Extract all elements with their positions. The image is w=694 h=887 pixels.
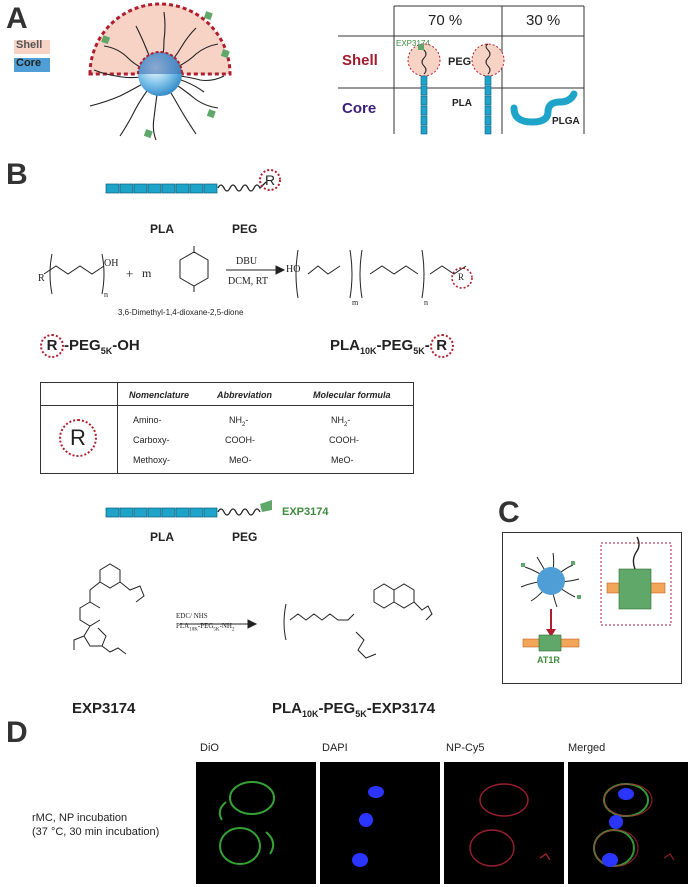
- panel-letter-a: A: [6, 2, 28, 35]
- rxn-ho: HO: [286, 264, 301, 275]
- nanoparticle-diagram: [88, 2, 232, 141]
- cell-amino-abbr: NH2-: [229, 415, 249, 428]
- rxn-m: m: [142, 266, 152, 280]
- rxn-oh: OH: [104, 258, 119, 269]
- cell-methoxy: Methoxy-: [133, 455, 171, 465]
- plga-label: PLGA: [552, 116, 580, 127]
- panel-letter-b: B: [6, 158, 28, 191]
- panel-letter-c: C: [498, 496, 520, 529]
- legend-core-label: Core: [16, 57, 42, 69]
- condition-line2: (37 °C, 30 min incubation): [32, 826, 160, 838]
- col-70-label: 70 %: [428, 12, 463, 29]
- cell-carboxy-abbr: COOH-: [225, 435, 255, 445]
- product-r: R: [429, 334, 454, 358]
- cell-methoxy-abbr: MeO-: [229, 455, 252, 465]
- channel-npcy5-label: NP-Cy5: [446, 742, 485, 754]
- header-abbreviation: Abbreviation: [217, 390, 273, 400]
- conjugate-label: PLA10K-PEG5K-EXP3174: [272, 700, 436, 719]
- channel-merged-label: Merged: [568, 742, 606, 754]
- exp3174-coupling-reaction: [73, 563, 433, 659]
- rxn-dbu: DBU: [236, 256, 258, 267]
- row-shell-label: Shell: [342, 52, 378, 69]
- chain1-peg-label: PEG: [232, 222, 258, 236]
- at1r-label: AT1R: [537, 655, 560, 665]
- pla-peg-exp-chain: [105, 500, 272, 518]
- micrograph-merged: [568, 762, 688, 884]
- condition-line1: rMC, NP incubation: [32, 812, 128, 824]
- composition-table: 70 % 30 % Shell Core EXP3174 PEG PLA PLG…: [338, 5, 585, 135]
- chain2-peg-label: PEG: [232, 530, 258, 544]
- micrograph-dio: [196, 762, 316, 884]
- cell-methoxy-formula: MeO-: [331, 455, 354, 465]
- panel-letter-d: D: [6, 716, 28, 749]
- channel-dio-label: DiO: [200, 742, 219, 754]
- legend-shell-label: Shell: [16, 39, 43, 51]
- rxn-n2: n: [424, 298, 428, 307]
- chain2-exp-label: EXP3174: [282, 506, 329, 518]
- product-label: PLA10K-PEG5K-R: [330, 334, 454, 358]
- channel-dapi-label: DAPI: [322, 742, 348, 754]
- micrograph-npcy5: [444, 762, 564, 884]
- micrograph-dapi: [320, 762, 440, 884]
- dioxane-name: 3,6-Dimethyl-1,4-dioxane-2,5-dione: [118, 308, 244, 317]
- rxn-m2: m: [352, 298, 359, 307]
- cell-carboxy-formula: COOH-: [329, 435, 359, 445]
- rxn-n1: n: [104, 290, 108, 299]
- header-nomenclature: Nomenclature: [129, 390, 190, 400]
- receptor-binding-diagram: [520, 536, 672, 652]
- ring-opening-reaction: [43, 246, 473, 299]
- reagents-line2: PLA10K-PEG5K-NH2: [176, 622, 235, 633]
- r-table-symbol: R: [59, 419, 97, 457]
- reactant-r: R: [40, 334, 64, 358]
- chain1-pla-label: PLA: [150, 222, 174, 236]
- exp-small-label: EXP3174: [396, 39, 430, 48]
- reactant-label: R-PEG5K-OH: [40, 334, 140, 358]
- chain2-pla-label: PLA: [150, 530, 174, 544]
- rxn-r-right: R: [458, 272, 465, 282]
- legend-core-swatch: [14, 58, 50, 72]
- rxn-r-left: R: [38, 273, 45, 284]
- panel-c-frame: AT1R: [502, 532, 682, 684]
- chain1-r: R: [265, 172, 276, 188]
- reagents-line1: EDC/ NHS: [176, 612, 208, 620]
- cell-amino: Amino-: [133, 415, 162, 425]
- col-30-label: 30 %: [526, 12, 561, 29]
- r-group-table: R Nomenclature Abbreviation Molecular fo…: [40, 382, 414, 474]
- row-core-label: Core: [342, 100, 377, 117]
- shell-region: [88, 2, 232, 76]
- exp3174-label: EXP3174: [72, 700, 136, 717]
- cell-amino-formula: NH2-: [331, 415, 351, 428]
- legend-shell-swatch: [14, 40, 50, 54]
- plga-chain: [510, 90, 578, 126]
- peg-small-label: PEG: [448, 56, 472, 68]
- pla-small-label: PLA: [452, 98, 472, 109]
- amphiphile-illustration: [407, 43, 505, 135]
- header-molecular-formula: Molecular formula: [313, 390, 391, 400]
- composition-table-grid: [338, 5, 585, 134]
- pla-peg-r-chain: [105, 169, 281, 194]
- rxn-conditions: DCM, RT: [228, 276, 268, 287]
- cell-carboxy: Carboxy-: [133, 435, 170, 445]
- rxn-plus: +: [126, 266, 134, 281]
